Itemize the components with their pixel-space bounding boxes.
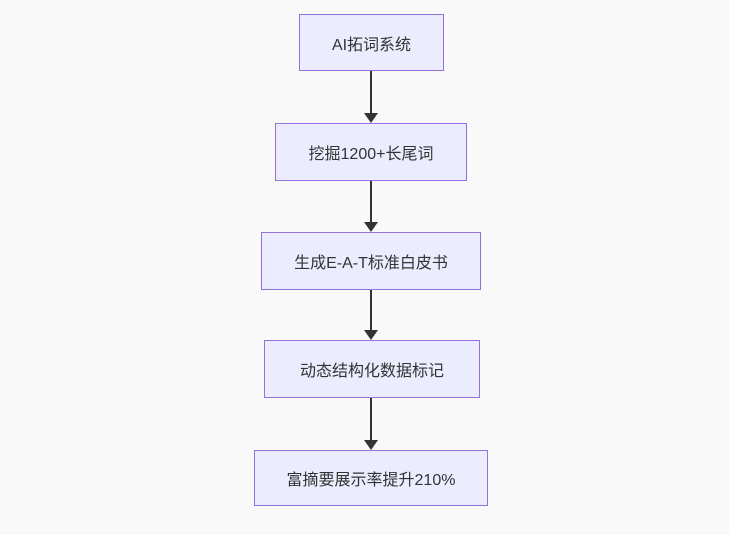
flowchart-node-ai-system: AI拓词系统 xyxy=(299,14,444,71)
flowchart-node-longtail-keywords: 挖掘1200+长尾词 xyxy=(275,123,467,181)
flowchart-node-rich-snippet-result: 富摘要展示率提升210% xyxy=(254,450,488,506)
flow-arrow xyxy=(364,398,378,450)
flowchart-node-eat-whitepaper: 生成E-A-T标准白皮书 xyxy=(261,232,481,290)
node-label: 挖掘1200+长尾词 xyxy=(308,146,434,163)
flow-arrow xyxy=(364,71,378,123)
arrow-shaft xyxy=(370,181,372,224)
flow-arrow xyxy=(364,181,378,232)
arrow-shaft xyxy=(370,71,372,115)
arrow-shaft xyxy=(370,398,372,442)
node-label: 富摘要展示率提升210% xyxy=(286,472,456,489)
arrow-down-icon xyxy=(364,440,378,450)
node-label: AI拓词系统 xyxy=(331,36,412,54)
arrow-shaft xyxy=(370,290,372,332)
flow-arrow xyxy=(364,290,378,340)
arrow-down-icon xyxy=(364,330,378,340)
node-label: 生成E-A-T标准白皮书 xyxy=(294,255,448,272)
arrow-down-icon xyxy=(364,222,378,232)
node-label: 动态结构化数据标记 xyxy=(299,363,444,380)
arrow-down-icon xyxy=(364,113,378,123)
flowchart-node-structured-data: 动态结构化数据标记 xyxy=(264,340,480,398)
